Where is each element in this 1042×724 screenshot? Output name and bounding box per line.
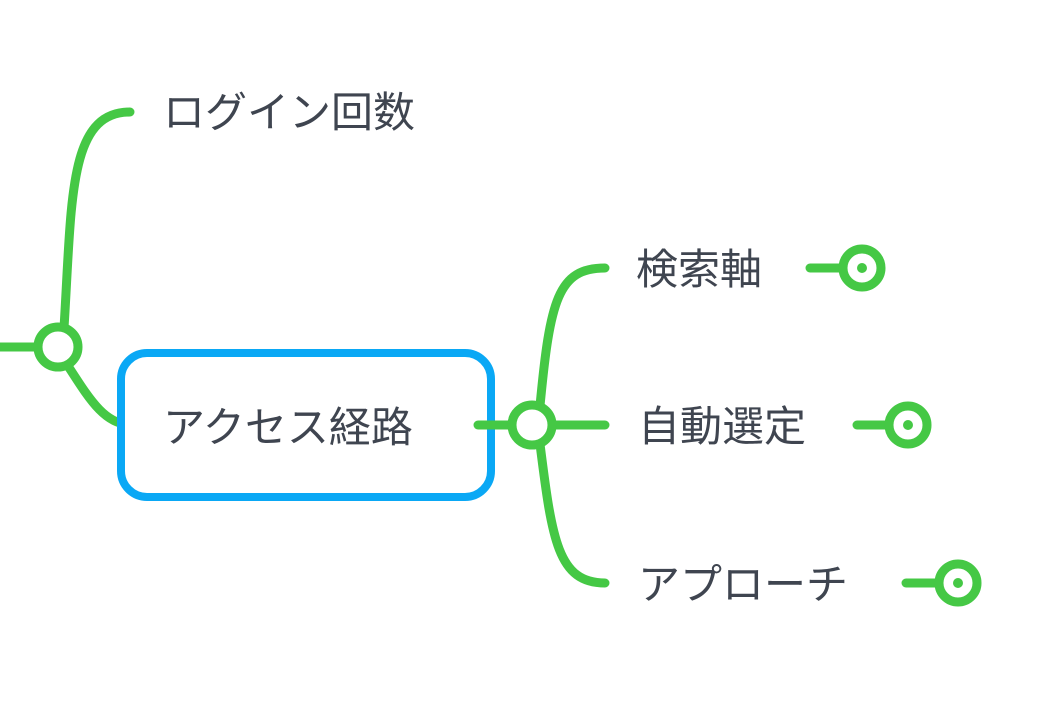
node-login-count[interactable]: ログイン回数 (163, 88, 415, 137)
child-junction-toggle[interactable] (507, 400, 557, 450)
node-search-axis[interactable]: 検索軸 (636, 245, 762, 294)
expand-toggle-approach[interactable] (901, 559, 982, 607)
expand-toggle-auto-select[interactable] (852, 401, 932, 449)
branch-search-axis (535, 263, 610, 411)
node-access-route[interactable]: アクセス経路 (163, 403, 413, 452)
expand-toggle-search-axis[interactable] (805, 244, 886, 292)
branch-approach (535, 439, 610, 588)
branch-login-count (59, 107, 135, 333)
node-auto-select[interactable]: 自動選定 (638, 402, 806, 451)
branch-junction-toggle[interactable] (33, 322, 83, 372)
node-approach[interactable]: アプローチ (638, 560, 848, 609)
